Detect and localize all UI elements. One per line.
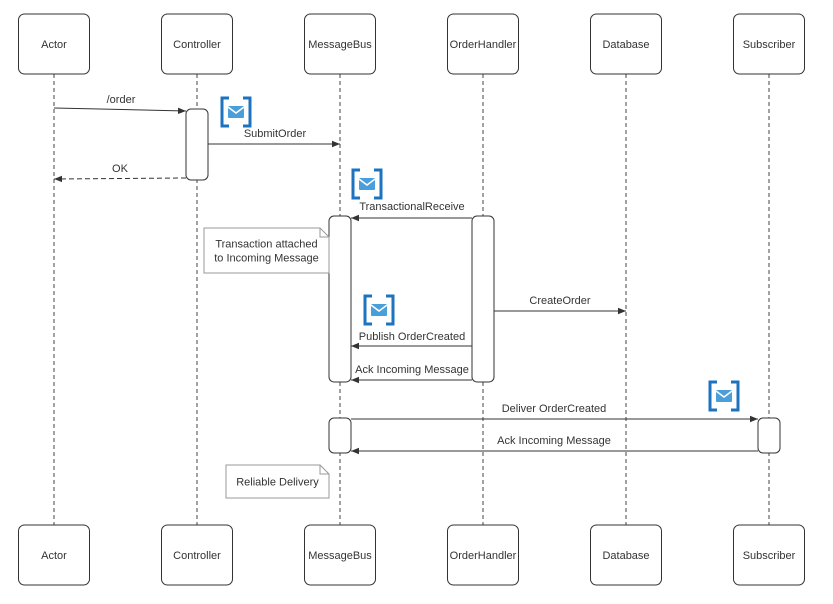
- message-arrow[interactable]: Ack Incoming Message: [351, 364, 472, 384]
- participant-controller-bottom[interactable]: Controller: [161, 524, 233, 586]
- message-arrow[interactable]: SubmitOrder: [208, 128, 340, 148]
- activation-orderhandler: [471, 215, 495, 383]
- participant-box: [447, 13, 519, 75]
- icon-bracket-left: [708, 380, 717, 412]
- participant-box: [18, 524, 90, 586]
- participant-label: Database: [602, 550, 649, 562]
- participant-database-top[interactable]: Database: [590, 13, 662, 75]
- note-shape: [203, 227, 330, 274]
- participant-messagebus-top[interactable]: MessageBus: [304, 13, 376, 75]
- note-text: Reliable Delivery: [236, 477, 319, 489]
- message-queue-icon: [220, 96, 252, 128]
- note: Transaction attached to Incoming Message: [203, 227, 330, 274]
- message-label: TransactionalReceive: [359, 201, 464, 213]
- note: Reliable Delivery: [225, 464, 330, 499]
- icon-bracket-left: [220, 96, 229, 128]
- icon-envelope-flap: [227, 106, 245, 114]
- message-arrow[interactable]: Ack Incoming Message: [351, 435, 758, 455]
- participant-subscriber-top[interactable]: Subscriber: [733, 13, 805, 75]
- icon-envelope: [371, 304, 387, 316]
- message-arrow[interactable]: CreateOrder: [494, 295, 626, 315]
- activation-messagebus-delivery: [328, 417, 352, 454]
- participant-box: [161, 524, 233, 586]
- participant-label: OrderHandler: [450, 550, 517, 562]
- message-queue-icon: [363, 294, 395, 326]
- message-label: Ack Incoming Message: [497, 435, 611, 447]
- note-shape: [225, 464, 330, 499]
- participant-label: Subscriber: [743, 39, 796, 51]
- participant-box: [590, 524, 662, 586]
- note-fold: [319, 228, 329, 238]
- participant-label: MessageBus: [308, 550, 372, 562]
- participant-box: [304, 13, 376, 75]
- participant-label: MessageBus: [308, 39, 372, 51]
- message-line: [53, 107, 187, 115]
- message-line: [53, 175, 187, 183]
- note-text: Transaction attached: [215, 239, 317, 251]
- participant-label: Controller: [173, 550, 221, 562]
- participant-box: [161, 13, 233, 75]
- message-queue-icon: [351, 168, 383, 200]
- icon-envelope: [716, 390, 732, 402]
- message-queue-icon: [708, 380, 740, 412]
- message-label: Publish OrderCreated: [359, 331, 465, 343]
- message-label: OK: [112, 163, 129, 175]
- participant-label: Actor: [41, 550, 67, 562]
- participant-messagebus-bottom[interactable]: MessageBus: [304, 524, 376, 586]
- message-label: SubmitOrder: [244, 128, 307, 140]
- note-text: to Incoming Message: [214, 253, 319, 265]
- participant-box: [733, 524, 805, 586]
- activation-subscriber: [757, 417, 781, 454]
- participant-label: Database: [602, 39, 649, 51]
- icon-envelope-flap: [358, 178, 376, 186]
- icon-bracket-right: [731, 380, 740, 412]
- participant-database-bottom[interactable]: Database: [590, 524, 662, 586]
- participant-box: [590, 13, 662, 75]
- icon-bracket-right: [243, 96, 252, 128]
- icon-envelope: [228, 106, 244, 118]
- participant-orderhandler-top[interactable]: OrderHandler: [447, 13, 519, 75]
- participant-label: Subscriber: [743, 550, 796, 562]
- participant-actor-top[interactable]: Actor: [18, 13, 90, 75]
- message-arrow[interactable]: /order: [53, 94, 187, 115]
- message-arrow[interactable]: Publish OrderCreated: [351, 331, 472, 350]
- participant-box: [304, 524, 376, 586]
- message-label: /order: [107, 94, 136, 106]
- participant-subscriber-bottom[interactable]: Subscriber: [733, 524, 805, 586]
- activation-controller: [185, 108, 209, 181]
- message-label: CreateOrder: [529, 295, 590, 307]
- message-arrow[interactable]: Deliver OrderCreated: [351, 403, 758, 423]
- icon-envelope-flap: [715, 390, 733, 398]
- message-label: Ack Incoming Message: [355, 364, 469, 376]
- participant-controller-top[interactable]: Controller: [161, 13, 233, 75]
- participant-label: Controller: [173, 39, 221, 51]
- message-arrow[interactable]: OK: [53, 163, 187, 183]
- icon-bracket-left: [363, 294, 372, 326]
- participant-box: [447, 524, 519, 586]
- participant-orderhandler-bottom[interactable]: OrderHandler: [447, 524, 519, 586]
- icon-bracket-right: [386, 294, 395, 326]
- participant-label: OrderHandler: [450, 39, 517, 51]
- message-arrow[interactable]: TransactionalReceive: [351, 201, 472, 222]
- participant-box: [18, 13, 90, 75]
- participant-label: Actor: [41, 39, 67, 51]
- icon-envelope: [359, 178, 375, 190]
- message-label: Deliver OrderCreated: [502, 403, 607, 415]
- activation-messagebus: [328, 215, 352, 383]
- note-fold: [319, 465, 329, 475]
- icon-envelope-flap: [370, 304, 388, 312]
- participant-box: [733, 13, 805, 75]
- participant-actor-bottom[interactable]: Actor: [18, 524, 90, 586]
- icon-bracket-left: [351, 168, 360, 200]
- icon-bracket-right: [374, 168, 383, 200]
